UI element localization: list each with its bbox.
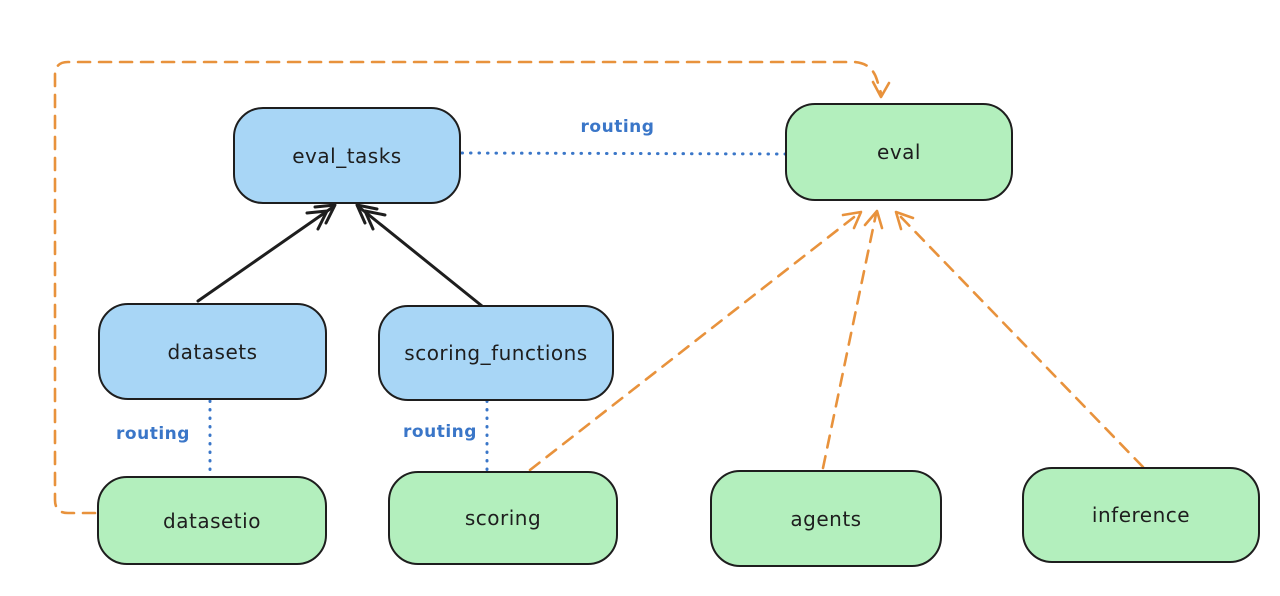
node-agents: agents — [710, 470, 942, 567]
node-agents-label: agents — [790, 506, 862, 531]
node-scoring-functions-label: scoring_functions — [404, 341, 588, 365]
edge-agents-to-eval — [821, 209, 884, 470]
node-scoring-functions: scoring_functions — [378, 305, 614, 401]
node-scoring-label: scoring — [464, 506, 542, 530]
edge-eval-tasks-to-eval-routing — [460, 151, 787, 156]
node-datasetio-label: datasetio — [163, 508, 261, 533]
edge-inference-to-eval — [894, 210, 1145, 469]
node-eval-label: eval — [877, 140, 921, 164]
routing-label-datasets-datasetio: routing — [116, 424, 190, 444]
node-datasetio: datasetio — [97, 476, 327, 565]
edge-datasetio-to-eval — [53, 60, 891, 515]
node-inference: inference — [1022, 467, 1260, 563]
node-scoring: scoring — [388, 471, 618, 565]
node-datasets-label: datasets — [167, 339, 258, 364]
node-eval-tasks: eval_tasks — [233, 107, 461, 204]
edge-datasets-to-eval-tasks — [196, 203, 337, 303]
edge-scoring-functions-to-eval-tasks — [355, 203, 484, 308]
routing-label-scoring-functions-scoring: routing — [403, 422, 477, 442]
node-eval: eval — [785, 103, 1013, 201]
routing-label-eval-tasks-eval: routing — [580, 117, 655, 137]
node-inference-label: inference — [1091, 503, 1191, 527]
node-eval-tasks-label: eval_tasks — [292, 143, 402, 168]
node-datasets: datasets — [98, 303, 327, 400]
